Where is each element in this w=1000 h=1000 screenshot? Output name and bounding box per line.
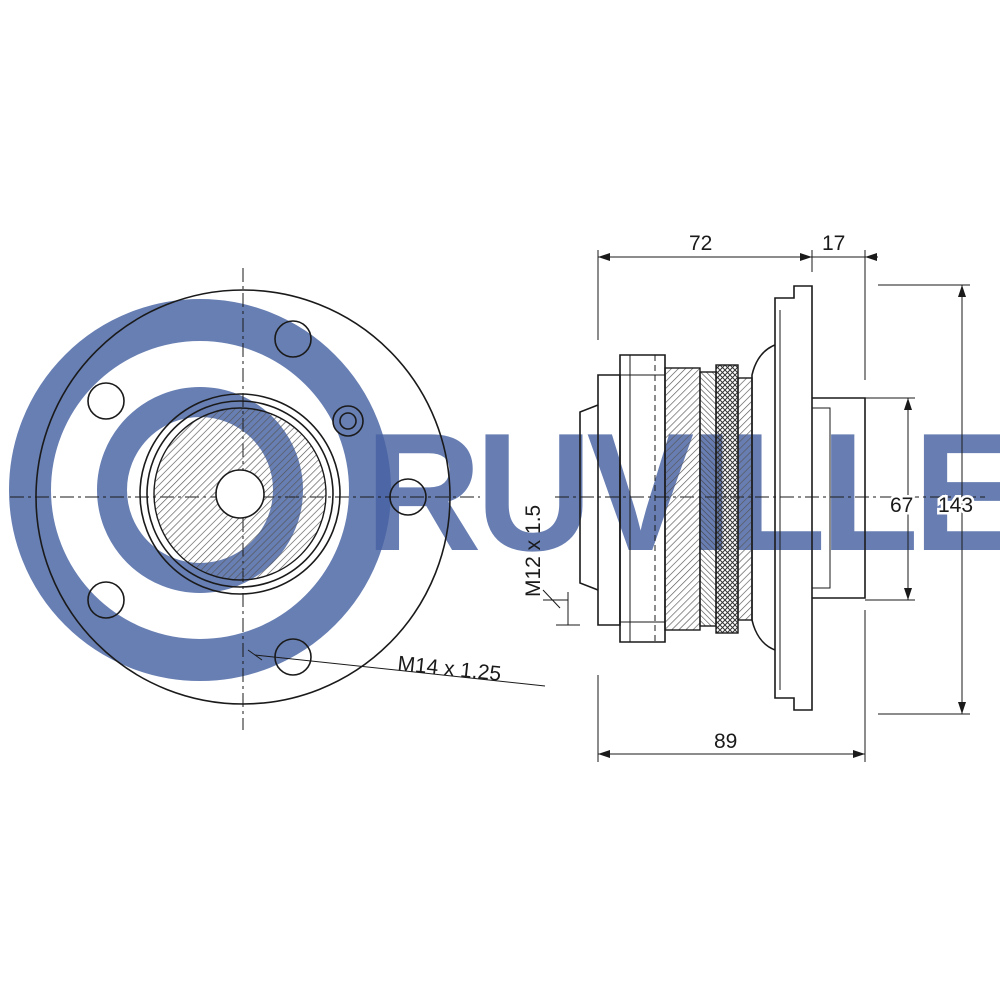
- thread-m14-label: M14 x 1.25: [396, 652, 502, 686]
- dim-17-label: 17: [822, 232, 845, 255]
- dim-143-label: 143: [938, 494, 973, 517]
- dim-72-label: 72: [689, 232, 712, 255]
- hub-side-view: 72 17 67 143 89 M12 x 1.5: [522, 232, 985, 762]
- hub-front-view: M14 x 1.25: [10, 268, 546, 730]
- thread-m12-label: M12 x 1.5: [522, 505, 545, 597]
- dim-67-label: 67: [890, 494, 913, 517]
- dim-89-label: 89: [714, 730, 737, 753]
